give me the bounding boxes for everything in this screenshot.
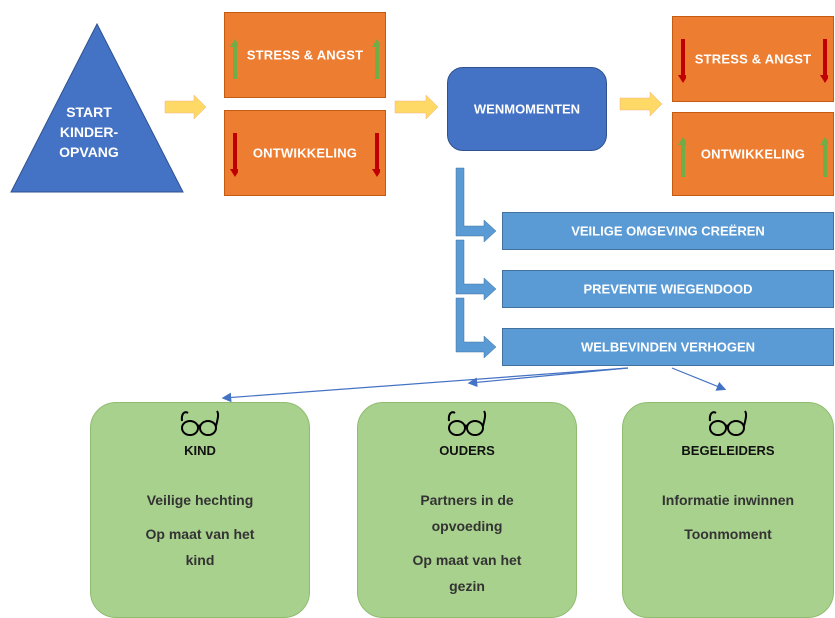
red-down-arrow-icon	[230, 133, 238, 177]
red-down-arrow-icon	[372, 133, 380, 177]
bent-arrow-2	[455, 239, 497, 301]
flow-arrow-1	[164, 94, 207, 120]
start-line-3: OPVANG	[59, 144, 119, 160]
perspective-box-ouders: OUDERS Partners in de opvoeding Op maat …	[357, 402, 577, 618]
green-up-arrow-icon	[372, 39, 380, 79]
start-label: START KINDER- OPVANG	[46, 102, 132, 162]
perspective-line: Op maat van het kind	[145, 526, 255, 568]
action-bar-safe-environment: VEILIGE OMGEVING CREËREN	[502, 212, 834, 250]
before-stress-box: STRESS & ANGST	[224, 12, 386, 98]
perspective-line: Informatie inwinnen	[661, 492, 795, 508]
perspective-box-kind: KIND Veilige hechting Op maat van het ki…	[90, 402, 310, 618]
flow-arrow-2	[394, 94, 439, 120]
pointer-to-ouders	[467, 367, 629, 388]
pointer-to-begeleiders	[671, 367, 727, 391]
pointer-to-kind	[221, 367, 629, 403]
start-triangle	[10, 22, 184, 193]
after-stress-label: STRESS & ANGST	[694, 51, 812, 67]
perspective-line: Toonmoment	[684, 526, 772, 542]
action-label: PREVENTIE WIEGENDOOD	[583, 281, 753, 297]
glasses-icon	[180, 410, 220, 436]
green-up-arrow-icon	[230, 39, 238, 79]
after-development-label: ONTWIKKELING	[700, 146, 806, 162]
flow-arrow-3	[619, 91, 663, 117]
perspective-box-begeleiders: BEGELEIDERS Informatie inwinnen Toonmome…	[622, 402, 834, 618]
action-bar-prevention: PREVENTIE WIEGENDOOD	[502, 270, 834, 308]
bent-arrow-3	[455, 297, 497, 359]
glasses-icon	[708, 410, 748, 436]
start-line-1: START	[66, 104, 112, 120]
perspective-line: Op maat van het gezin	[412, 552, 522, 594]
glasses-icon	[447, 410, 487, 436]
action-bar-wellbeing: WELBEVINDEN VERHOGEN	[502, 328, 834, 366]
perspective-title: KIND	[184, 443, 216, 458]
perspective-title: OUDERS	[439, 443, 495, 458]
start-line-2: KINDER-	[59, 124, 119, 140]
bent-arrow-1	[455, 167, 497, 243]
red-down-arrow-icon	[678, 39, 686, 83]
after-development-box: ONTWIKKELING	[672, 112, 834, 196]
perspective-line: Partners in de opvoeding	[420, 492, 514, 534]
wenmomenten-box: WENMOMENTEN	[447, 67, 607, 151]
green-up-arrow-icon	[820, 137, 828, 177]
before-stress-label: STRESS & ANGST	[246, 47, 364, 63]
perspective-line: Veilige hechting	[146, 492, 254, 508]
after-stress-box: STRESS & ANGST	[672, 16, 834, 102]
action-label: VEILIGE OMGEVING CREËREN	[571, 223, 765, 239]
before-development-box: ONTWIKKELING	[224, 110, 386, 196]
wenmomenten-label: WENMOMENTEN	[473, 101, 581, 117]
perspective-title: BEGELEIDERS	[681, 443, 775, 458]
red-down-arrow-icon	[820, 39, 828, 83]
green-up-arrow-icon	[678, 137, 686, 177]
before-development-label: ONTWIKKELING	[252, 145, 358, 161]
action-label: WELBEVINDEN VERHOGEN	[580, 339, 756, 355]
